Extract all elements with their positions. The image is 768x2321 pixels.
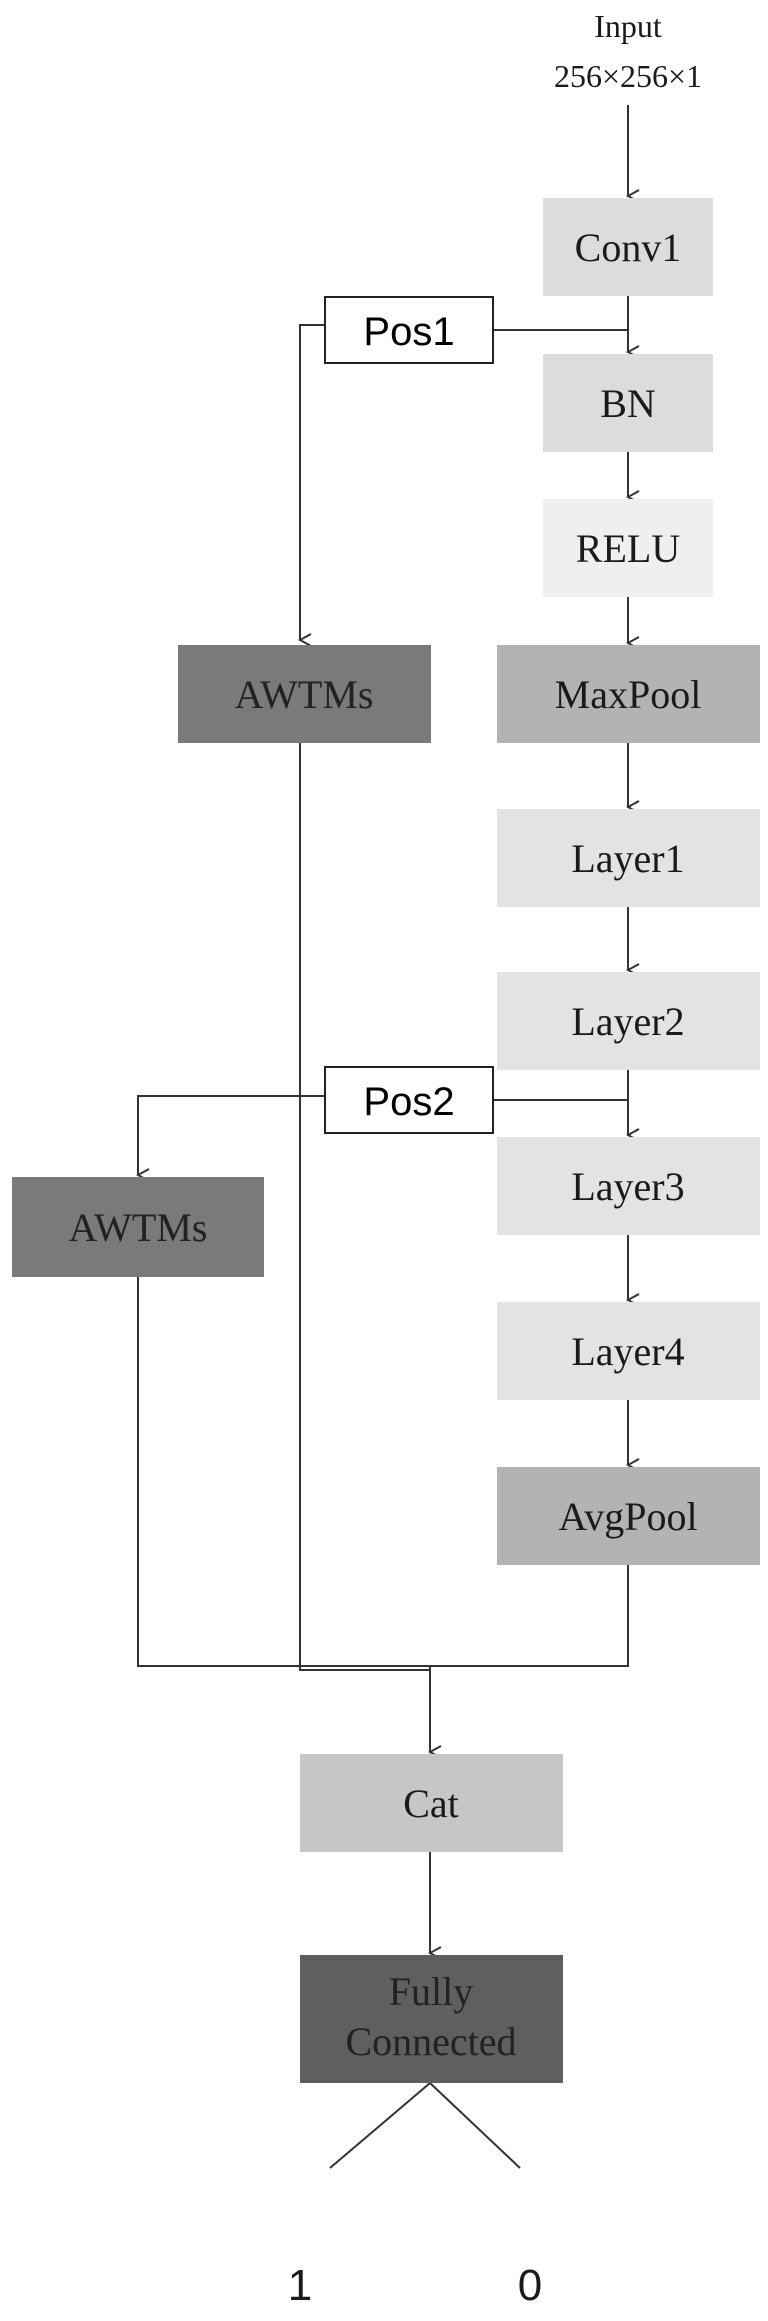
pos1-box: Pos1	[324, 296, 494, 364]
awtms-1-label: AWTMs	[234, 672, 373, 717]
layer2-box: Layer2	[497, 972, 760, 1070]
pos2-label: Pos2	[363, 1080, 454, 1124]
input-label: Input	[594, 8, 662, 44]
layer1-box: Layer1	[497, 809, 760, 907]
awtms-box-1: AWTMs	[178, 645, 431, 743]
pos2-box: Pos2	[324, 1066, 494, 1134]
layer2-label: Layer2	[571, 999, 684, 1044]
layer4-label: Layer4	[571, 1329, 684, 1374]
avgpool-label: AvgPool	[558, 1494, 697, 1539]
layer4-box: Layer4	[497, 1302, 760, 1400]
arrow-pos2-awtms2	[138, 1095, 324, 1175]
maxpool-label: MaxPool	[555, 672, 702, 717]
line-avgpool-merge	[430, 1565, 629, 1667]
awtms-2-label: AWTMs	[68, 1205, 207, 1250]
cat-box: Cat	[300, 1754, 563, 1852]
fully-connected-box: Fully Connected	[300, 1955, 563, 2083]
maxpool-box: MaxPool	[497, 645, 760, 743]
fully-connected-label-line1: Fully	[389, 1969, 473, 2014]
input-size-label: 256×256×1	[554, 58, 702, 94]
layer3-box: Layer3	[497, 1137, 760, 1235]
arrow-pos1-awtms1	[300, 324, 324, 640]
output-line-0	[429, 2082, 521, 2169]
relu-label: RELU	[576, 526, 681, 571]
output-label-0: 0	[518, 2261, 542, 2310]
fully-connected-label-line2: Connected	[345, 2019, 516, 2064]
avgpool-box: AvgPool	[497, 1467, 760, 1565]
layer1-label: Layer1	[571, 836, 684, 881]
conv1-box: Conv1	[543, 198, 713, 296]
relu-box: RELU	[543, 499, 713, 597]
bn-box: BN	[543, 354, 713, 452]
output-label-1: 1	[288, 2261, 312, 2310]
cat-label: Cat	[403, 1781, 459, 1826]
line-awtms2-merge	[137, 1277, 430, 1667]
conv1-label: Conv1	[575, 225, 682, 270]
pos1-label: Pos1	[363, 310, 454, 354]
output-line-1	[329, 2082, 431, 2169]
layer3-label: Layer3	[571, 1164, 684, 1209]
bn-label: BN	[600, 381, 656, 426]
line-awtms1-merge	[299, 743, 430, 1671]
awtms-box-2: AWTMs	[12, 1177, 264, 1277]
